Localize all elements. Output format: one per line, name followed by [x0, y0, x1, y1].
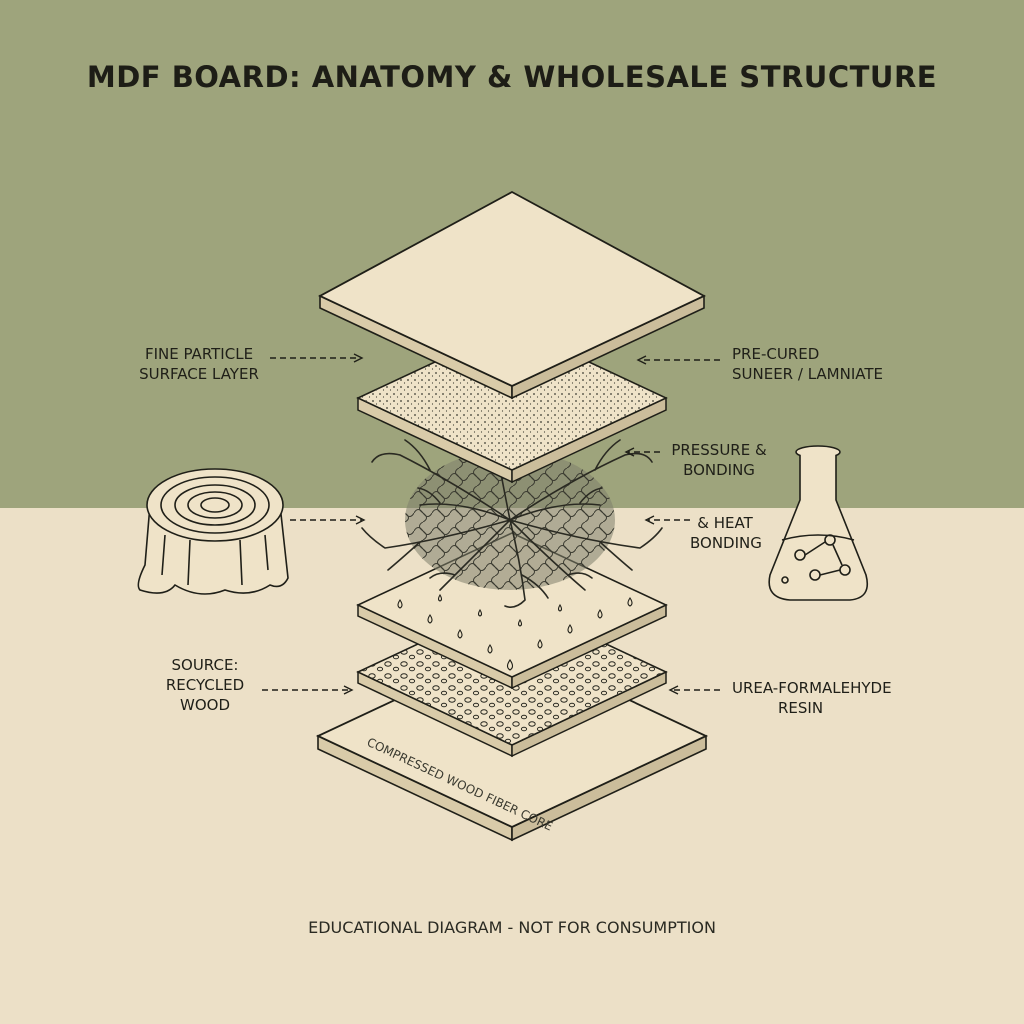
tree-stump-icon	[137, 468, 289, 595]
label-arrows	[262, 357, 720, 691]
label-pressure-bonding: PRESSURE & BONDING	[671, 441, 767, 479]
diagram-title: MDF BOARD: ANATOMY & WHOLESALE STRUCTURE	[86, 60, 938, 94]
label-heat-bonding: & HEAT BONDING	[690, 514, 762, 552]
label-source-recycled-wood: SOURCE: RECYCLED WOOD	[165, 656, 245, 714]
arrow-heads	[343, 353, 679, 695]
label-fine-particle: FINE PARTICLE SURFACE LAYER	[139, 345, 259, 383]
droplet-layer	[356, 532, 668, 690]
label-resin: UREA-FORMALEHYDE RESIN	[732, 679, 892, 717]
chemistry-flask-icon	[768, 445, 869, 601]
footer-disclaimer: EDUCATIONAL DIAGRAM - NOT FOR CONSUMPTIO…	[308, 918, 716, 937]
veneer-board	[318, 190, 706, 400]
label-pre-cured: PRE-CURED SUNEER / LAMNIATE	[732, 345, 883, 383]
